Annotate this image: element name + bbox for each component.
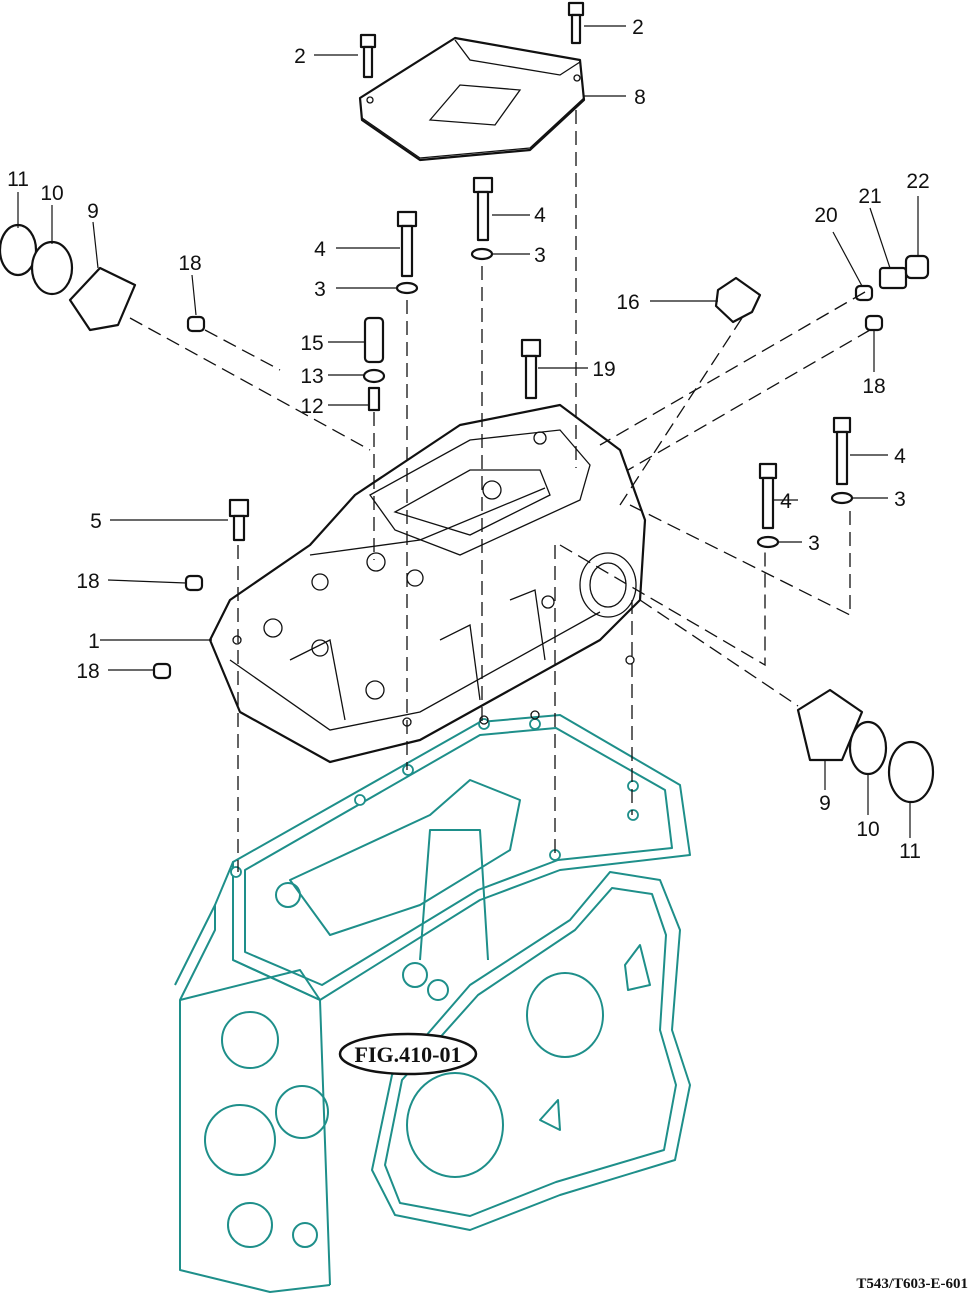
callout-19: 19	[592, 358, 615, 381]
callout-13: 13	[300, 365, 323, 388]
callout-3: 3	[534, 244, 546, 267]
callout-3: 3	[314, 278, 326, 301]
callout-11: 11	[7, 168, 29, 191]
drawing-code: T543/T603-E-601	[856, 1276, 968, 1292]
callout-1: 1	[88, 630, 100, 653]
callout-21: 21	[858, 185, 881, 208]
callout-8: 8	[634, 86, 646, 109]
lift-housing	[208, 403, 647, 764]
callout-labels: 2 2 8 11 10 9 18 4 3 4 3 15 13 12 19 16 …	[7, 16, 930, 863]
figure-reference-text: FIG.410-01	[355, 1042, 462, 1067]
callout-3: 3	[808, 532, 820, 555]
callout-2: 2	[632, 16, 644, 39]
top-cover-plate	[358, 36, 586, 162]
callout-18: 18	[862, 375, 885, 398]
transmission-case-outline	[174, 714, 691, 1293]
callout-3: 3	[894, 488, 906, 511]
callout-12: 12	[300, 395, 323, 418]
callout-18: 18	[76, 660, 99, 683]
callout-10: 10	[40, 182, 63, 205]
callout-9: 9	[87, 200, 99, 223]
leader-lines	[17, 25, 919, 838]
callout-2: 2	[294, 45, 306, 68]
callout-18: 18	[76, 570, 99, 593]
callout-9: 9	[819, 792, 831, 815]
callout-10: 10	[856, 818, 879, 841]
callout-4: 4	[534, 204, 546, 227]
callout-22: 22	[906, 170, 929, 193]
callout-18: 18	[178, 252, 201, 275]
callout-4: 4	[780, 490, 792, 513]
assembly-lines	[129, 110, 871, 872]
callout-4: 4	[894, 445, 906, 468]
callout-16: 16	[616, 291, 639, 314]
callout-11: 11	[899, 840, 921, 863]
figure-reference-badge[interactable]: FIG.410-01	[338, 1032, 478, 1076]
callout-15: 15	[300, 332, 323, 355]
fasteners	[0, 1, 935, 804]
callout-20: 20	[814, 204, 837, 227]
callout-5: 5	[90, 510, 102, 533]
callout-4: 4	[314, 238, 326, 261]
